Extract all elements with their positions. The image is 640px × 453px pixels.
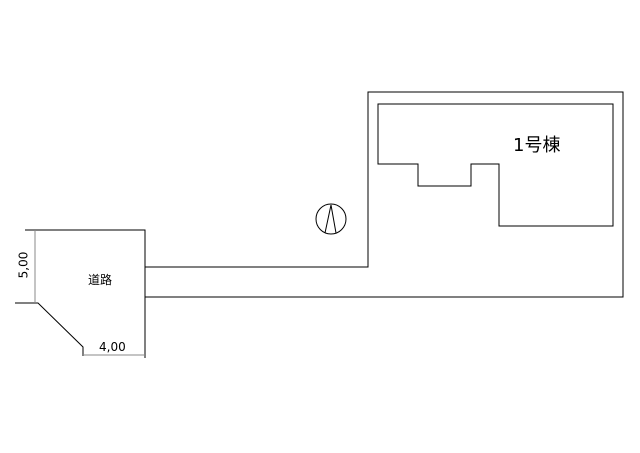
dimension-horizontal: 4,00 [99,340,126,354]
building-label: 1号棟 [513,135,561,156]
road-boundary [25,229,146,358]
road-label: 道路 [88,273,113,287]
road-corner-cut [15,302,84,356]
north-arrow-icon [315,203,347,235]
dimension-vertical: 5,00 [16,251,31,279]
building-footprint [377,103,614,227]
lot-boundary [145,91,624,298]
